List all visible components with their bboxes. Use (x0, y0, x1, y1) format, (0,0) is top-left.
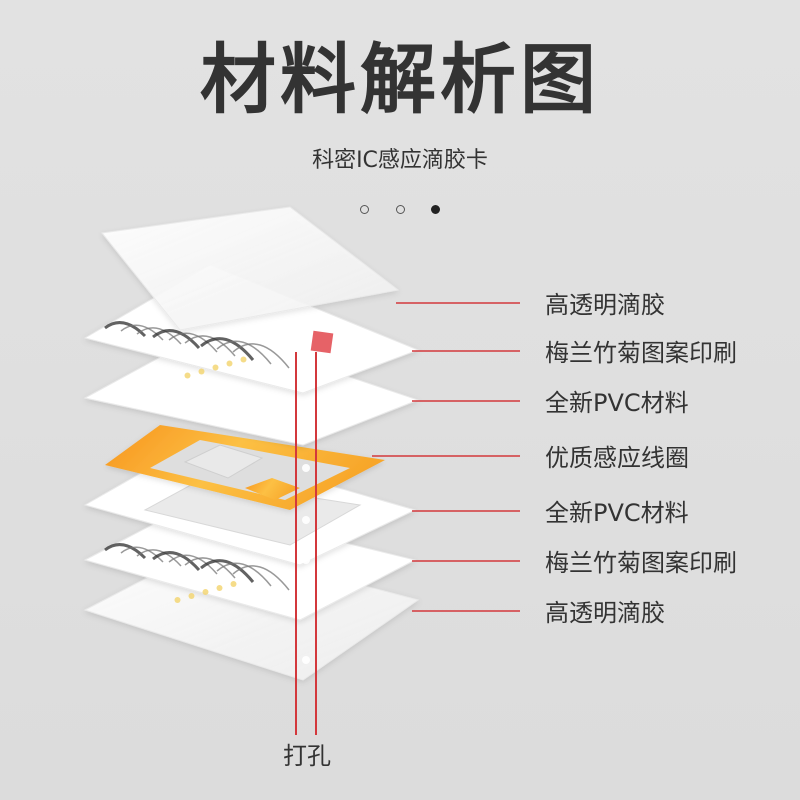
punch-hole (302, 516, 310, 524)
pager-dot-2[interactable] (395, 204, 405, 214)
layer-label-7: 高透明滴胶 (545, 599, 665, 627)
ink-stroke (216, 562, 272, 587)
ink-stroke (136, 327, 182, 345)
ink-stroke (168, 332, 218, 353)
pager-dot-3[interactable] (431, 204, 440, 214)
punch-hole (302, 414, 310, 422)
layer-label-3: 全新PVC材料 (545, 389, 689, 417)
layer-label-1: 高透明滴胶 (545, 291, 665, 319)
punch-hole (302, 596, 310, 604)
flower-dot (188, 593, 195, 599)
pvc-cutout (143, 479, 362, 546)
layer-label-5: 全新PVC材料 (545, 499, 689, 527)
layer-label-2: 梅兰竹菊图案印刷 (545, 339, 737, 367)
flower-dot (174, 597, 181, 603)
punch-hole (302, 656, 310, 664)
flower-dot (230, 581, 237, 587)
pager-dot-1[interactable] (360, 204, 369, 214)
ink-stroke (232, 565, 290, 591)
ink-stroke (184, 557, 236, 579)
punch-hole (302, 464, 310, 472)
ink-stroke (216, 340, 272, 365)
pager-dots (360, 200, 440, 218)
flower-dot (226, 360, 233, 367)
page-title: 材料解析图 (200, 35, 600, 124)
flower-dot (202, 589, 209, 595)
ink-stroke (200, 337, 255, 361)
coil-lead (245, 478, 300, 500)
ink-stroke (120, 324, 164, 341)
flower-dot (216, 585, 223, 591)
flower-dot (240, 356, 247, 363)
chip-window (183, 444, 264, 479)
ink-stroke (136, 549, 182, 567)
ink-stroke (104, 321, 147, 338)
punch-hole (302, 574, 310, 582)
ink-stroke (232, 343, 290, 369)
layer-label-4: 优质感应线圈 (545, 444, 689, 472)
ink-stroke (152, 551, 201, 571)
ink-stroke (104, 543, 147, 560)
flower-dot (198, 368, 205, 375)
punch-hole (302, 556, 310, 564)
punch-label: 打孔 (283, 742, 331, 770)
page-subtitle: 科密IC感应滴胶卡 (312, 148, 488, 173)
ink-stroke (152, 329, 201, 349)
flower-dot (212, 364, 219, 371)
ink-stroke (200, 559, 255, 583)
ink-stroke (168, 554, 218, 575)
ink-stroke (184, 335, 236, 357)
punch-hole (302, 366, 310, 374)
flower-dot (184, 372, 191, 379)
layer-label-6: 梅兰竹菊图案印刷 (545, 549, 737, 577)
layer-1-glue (101, 206, 400, 331)
ink-stroke (120, 546, 164, 563)
layer-sheet (101, 206, 400, 331)
red-seal (310, 330, 334, 354)
